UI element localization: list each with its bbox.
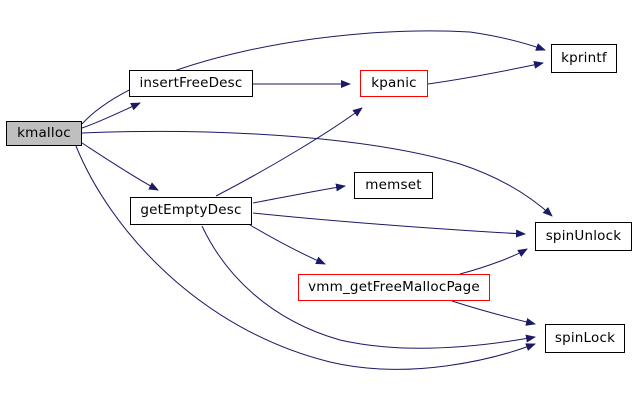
graph-edge-vmm_getFreeMallocPage-to-spinLock	[451, 300, 536, 326]
graph-node-label: insertFreeDesc	[139, 74, 243, 91]
graph-node-vmm_getFreeMallocPage[interactable]: vmm_getFreeMallocPage	[298, 274, 490, 301]
graph-node-label: vmm_getFreeMallocPage	[308, 278, 480, 295]
graph-node-label: kmalloc	[17, 124, 71, 141]
graph-node-kpanic[interactable]: kpanic	[360, 70, 428, 97]
graph-node-kprintf[interactable]: kprintf	[551, 44, 617, 73]
graph-edge-getEmptyDesc-to-memset	[252, 183, 346, 204]
graph-node-label: spinUnlock	[545, 227, 622, 244]
graph-node-label: kprintf	[561, 49, 607, 66]
graph-edge-kmalloc-to-spinLock	[75, 145, 536, 370]
graph-edge-getEmptyDesc-to-spinUnlock	[252, 212, 526, 238]
graph-edge-kpanic-to-kprintf	[427, 60, 544, 85]
graph-node-label: getEmptyDesc	[140, 202, 242, 219]
graph-node-spinUnlock[interactable]: spinUnlock	[535, 222, 632, 251]
graph-node-label: memset	[365, 176, 422, 193]
graph-node-kmalloc[interactable]: kmalloc	[6, 121, 82, 146]
graph-edge-getEmptyDesc-to-spinLock	[201, 225, 536, 349]
graph-node-memset[interactable]: memset	[354, 172, 433, 199]
graph-edge-kmalloc-to-insertFreeDesc	[81, 102, 141, 129]
graph-edge-getEmptyDesc-to-kpanic	[215, 107, 363, 197]
graph-edge-vmm_getFreeMallocPage-to-spinUnlock	[459, 248, 528, 275]
graph-edge-kmalloc-to-spinUnlock	[81, 130, 553, 217]
graph-edge-kmalloc-to-getEmptyDesc	[81, 142, 159, 191]
graph-edge-getEmptyDesc-to-vmm_getFreeMallocPage	[249, 224, 326, 265]
graph-node-getEmptyDesc[interactable]: getEmptyDesc	[130, 197, 252, 225]
graph-node-label: kpanic	[371, 74, 417, 91]
graph-node-spinLock[interactable]: spinLock	[545, 324, 625, 353]
graph-node-insertFreeDesc[interactable]: insertFreeDesc	[129, 70, 253, 97]
graph-node-label: spinLock	[554, 329, 616, 346]
